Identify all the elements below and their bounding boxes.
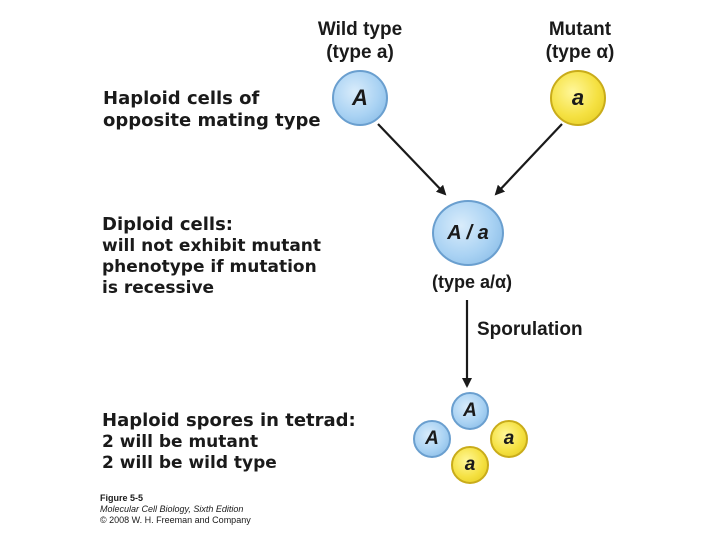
- wild-type-cell: A: [332, 70, 388, 126]
- wild-type-allele: A: [352, 85, 368, 110]
- sporulation-label: Sporulation: [477, 319, 583, 340]
- diploid-line3: is recessive: [102, 278, 215, 298]
- diploid-label: Diploid cells: will not exhibit mutant p…: [102, 214, 352, 299]
- spores-heading: Haploid spores in tetrad:: [102, 410, 356, 431]
- spore-bottom: a: [451, 446, 489, 484]
- wild-type-title: Wild type: [317, 19, 403, 40]
- diploid-line1: will not exhibit mutant: [102, 236, 322, 256]
- spore-bottom-allele: a: [464, 454, 476, 475]
- mutant-cell: a: [550, 70, 606, 126]
- wild-type-subtitle: (type a): [326, 42, 394, 63]
- spores-line2: 2 will be wild type: [102, 453, 277, 473]
- mutant-title: Mutant: [548, 19, 612, 40]
- diploid-heading: Diploid cells:: [102, 214, 233, 235]
- arrow-mutant-to-diploid: [494, 123, 563, 196]
- arrow-wild-to-diploid: [377, 123, 447, 196]
- spores-label: Haploid spores in tetrad: 2 will be muta…: [102, 410, 372, 474]
- copyright: © 2008 W. H. Freeman and Company: [100, 515, 251, 525]
- book-title: Molecular Cell Biology, Sixth Edition: [100, 504, 244, 514]
- haploid-cells-line1: Haploid cells of: [103, 88, 260, 109]
- spore-right: a: [490, 420, 528, 458]
- spore-top: A: [451, 392, 489, 430]
- diploid-cell: A / a: [432, 200, 504, 266]
- figure-number: Figure 5-5: [100, 493, 144, 503]
- diploid-type-label: (type a/α): [431, 272, 513, 292]
- diploid-genotype: A / a: [447, 221, 489, 244]
- mutant-allele: a: [571, 85, 585, 110]
- haploid-cells-line2: opposite mating type: [103, 110, 321, 131]
- mutant-subtitle: (type α): [545, 42, 615, 63]
- mutant-header: Mutant (type α): [520, 18, 640, 64]
- spore-top-allele: A: [463, 400, 477, 421]
- wild-type-header: Wild type (type a): [300, 18, 420, 64]
- haploid-cells-label: Haploid cells of opposite mating type: [103, 88, 343, 132]
- figure-caption: Figure 5-5 Molecular Cell Biology, Sixth…: [100, 493, 350, 526]
- spore-right-allele: a: [503, 428, 515, 449]
- spore-left: A: [413, 420, 451, 458]
- spores-line1: 2 will be mutant: [102, 432, 259, 452]
- diploid-line2: phenotype if mutation: [102, 257, 317, 277]
- spore-left-allele: A: [425, 428, 439, 449]
